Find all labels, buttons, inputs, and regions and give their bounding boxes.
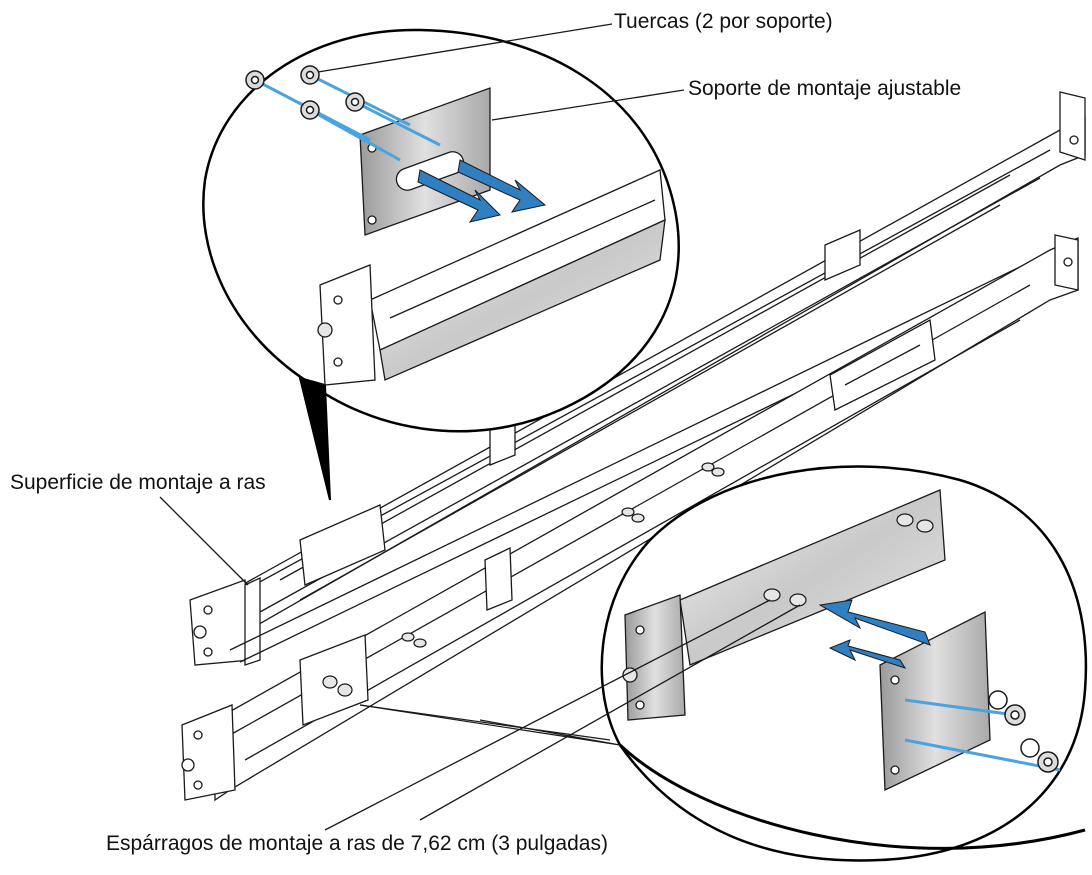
rail-studs [322, 462, 725, 697]
label-studs: Espárragos de montaje a ras de 7,62 cm (… [106, 832, 608, 855]
rear-rail-upper [214, 91, 1086, 641]
label-flush-surface: Superficie de montaje a ras [10, 471, 266, 494]
leader-lines [159, 23, 801, 831]
front-rail-upper [189, 261, 1041, 666]
label-adjustable-bracket: Soporte de montaje ajustable [688, 77, 962, 100]
zoom-callout-top [202, 28, 680, 501]
label-nuts: Tuercas (2 por soporte) [614, 10, 833, 33]
zoom-callout-bottom [359, 465, 1088, 862]
